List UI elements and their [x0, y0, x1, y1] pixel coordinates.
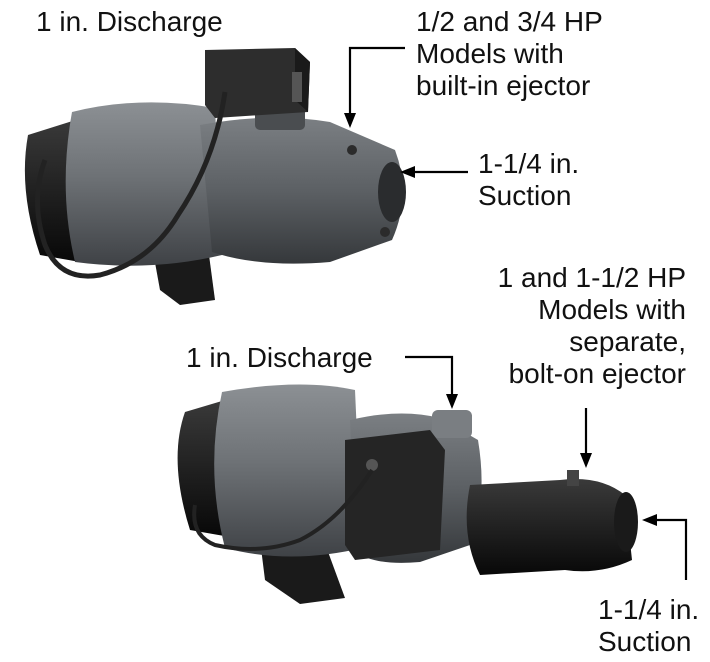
top-ejector-line: 1/2 and 3/4 HP: [416, 6, 603, 37]
top-pump-motor: [65, 102, 222, 266]
bottom-ejector-line: 1 and 1-1/2 HP: [497, 262, 686, 293]
bottom-ejector-arrow: [580, 408, 592, 468]
bottom-pump-suction-port: [614, 492, 638, 552]
bottom-pump-ejector: [466, 479, 632, 575]
bottom-suction-line: 1-1/4 in.: [598, 594, 700, 625]
top-pump-cable: [35, 91, 228, 279]
bottom-pump-ejector-plug: [567, 470, 579, 486]
top-ejector-label: 1/2 and 3/4 HP Models with built-in ejec…: [416, 6, 603, 102]
bottom-ejector-line: Models with: [538, 294, 686, 325]
bottom-ejector-line: bolt-on ejector: [508, 358, 686, 389]
top-suction-line: 1-1/4 in.: [478, 148, 580, 179]
top-pump: [24, 48, 406, 305]
top-suction-line: Suction: [478, 180, 572, 211]
bottom-pump: [177, 384, 638, 604]
bottom-pump-bolt: [366, 459, 378, 471]
top-ejector-line: Models with: [416, 38, 564, 69]
bottom-suction-label: 1-1/4 in. Suction: [598, 594, 699, 658]
bottom-ejector-line: separate,: [569, 326, 686, 357]
top-pump-housing: [200, 117, 403, 264]
bottom-pump-motor: [214, 384, 362, 557]
bottom-discharge-arrow: [405, 355, 458, 409]
bottom-discharge-label: 1 in. Discharge: [186, 342, 373, 373]
top-pump-pressure-switch: [205, 48, 310, 118]
bottom-suction-arrow: [642, 514, 688, 580]
top-suction-label: 1-1/4 in. Suction: [478, 148, 579, 212]
top-pump-switch-label: [292, 72, 302, 102]
top-ejector-line: built-in ejector: [416, 70, 591, 101]
top-pump-bolt: [347, 145, 357, 155]
top-ejector-arrow: [344, 46, 405, 128]
bottom-pump-cover: [345, 430, 445, 560]
top-discharge-label: 1 in. Discharge: [36, 6, 223, 37]
bottom-pump-discharge-port: [432, 410, 472, 438]
bottom-pump-cable: [192, 468, 374, 551]
top-suction-arrow: [400, 166, 468, 178]
callout-arrows: [344, 46, 688, 580]
top-pump-suction-port: [378, 162, 406, 222]
top-pump-bolt: [380, 227, 390, 237]
bottom-suction-line: Suction: [598, 626, 692, 657]
bottom-ejector-label: 1 and 1-1/2 HP Models with separate, bol…: [498, 262, 686, 390]
